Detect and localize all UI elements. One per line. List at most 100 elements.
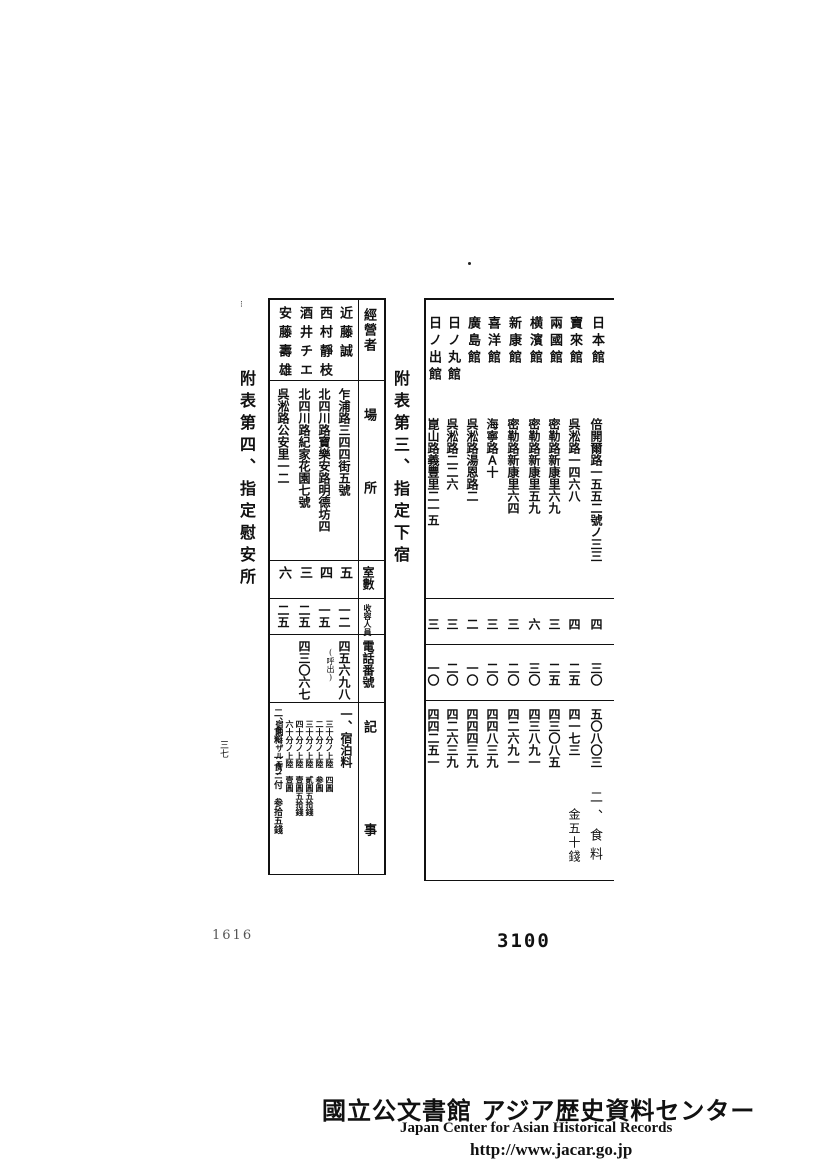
lodging-capacity: 三 [547,618,561,630]
lodging-rate: 二〇 [445,662,459,686]
lodging-name: 寶來館 [567,316,582,367]
notes-line: 三十分ノ上陸 貳圓五拾錢 [305,720,315,816]
notes-line: 二、食料 一食ニ付 参拾五錢 [272,708,282,834]
lodging-phone: 四三〇八五 [547,708,561,768]
facility-address: 乍浦路三四四街五號 [337,388,351,496]
stamp-number: 1616 [212,928,254,943]
room-count: 四 [317,566,332,579]
corner-mark: ⁝ [240,300,243,310]
lodging-address: 密勒路新康里六九 [547,418,561,514]
room-count: 三 [297,566,312,579]
lodging-name: 日ノ出館 [426,316,441,384]
lodging-name: 新康館 [506,316,521,367]
table3-top-line [424,298,614,300]
notes-line: 六十分ノ上陸 壹圓 [285,720,295,792]
lodging-capacity: 四 [567,618,581,630]
margin-dot [468,262,471,265]
facility-address: 北四川路紀家花園七號 [297,388,311,508]
table3-bottom-line [424,880,614,881]
header-rooms: 室數 [361,566,375,590]
table3-footnote-price: 金五十錢 [567,808,581,864]
archive-name-en: Japan Center for Asian Historical Record… [400,1120,673,1136]
lodging-name: 廣島館 [465,316,480,367]
table4-bottom-line [268,874,386,875]
capacity: 二五 [276,604,290,628]
table4-sep-2 [268,560,386,561]
notes-line: 四十分ノ上陸 壹圓五拾錢 [295,720,305,816]
table4-sep-3 [268,598,386,599]
lodging-name: 兩國館 [547,316,562,367]
lodging-rate: 二〇 [506,662,520,686]
header-place: 場所 [361,408,376,554]
table4-left-line [268,298,270,875]
lodging-phone: 四三八九一 [527,708,541,768]
lodging-capacity: 六 [527,618,541,630]
lodging-rate: 三〇 [589,662,603,686]
table4-sep-4 [268,634,386,635]
lodging-phone: 五〇八〇三 [589,708,603,768]
lodging-name: 日ノ丸館 [445,316,460,384]
lodging-address: 呉淞路湯恩路二 [465,418,479,502]
lodging-address: 呉淞路一四六八 [567,418,581,502]
lodging-capacity: 三 [445,618,459,630]
header-capacity: 收容人員 [363,604,373,636]
operator-name: 安藤壽雄 [276,306,291,382]
lodging-address: 呉淞路二二六 [445,418,459,490]
facility-address: 北四川路寶樂安路明德坊四 [317,388,331,532]
room-count: 六 [276,566,291,579]
lodging-name: 横濱館 [527,316,542,367]
lodging-address: 倍開爾路一五五二號ノ三三 [589,418,603,562]
lodging-rate: 三〇 [527,662,541,686]
capacity: 一五 [317,604,331,628]
capacity: 二五 [297,604,311,628]
lodging-capacity: 四 [589,618,603,630]
lodging-capacity: 三 [485,618,499,630]
lodging-rate: 二〇 [485,662,499,686]
lodging-rate: 二五 [567,662,581,686]
phone-number: 四三〇六七 [297,640,311,700]
operator-name: 西村靜枝 [317,306,332,382]
lodging-capacity: 三 [506,618,520,630]
room-count: 五 [337,566,352,579]
table3-left-line [424,298,426,880]
notes-line: 二十分ノ上陸 参圓 [315,720,325,792]
lodging-phone: 四四四三九 [465,708,479,768]
table4-top-line [268,298,386,300]
archive-name-jp: 國立公文書館 アジア歴史資料センター [322,1097,756,1125]
lodging-name: 喜洋館 [485,316,500,367]
lodging-rate: 二五 [547,662,561,686]
table4-sep-1 [268,380,386,381]
lodging-capacity: 二 [465,618,479,630]
phone-number: 四五六九八 [337,640,351,700]
table4-right-line [384,298,386,875]
operator-name: 酒井チエ [297,306,312,382]
table3-sep-1 [424,598,614,599]
lodging-phone: 四二六九一 [506,708,520,768]
lodging-phone: 四二六三九 [445,708,459,768]
capacity: 一二 [337,604,351,628]
page-number: 3100 [497,930,551,952]
table4-header-line [358,298,359,875]
header-phone: 電話番號 [361,640,375,688]
lodging-phone: 四四八三九 [485,708,499,768]
lodging-address: 海寧路Ａ十 [485,418,499,478]
side-page-number: 三七 [218,740,228,758]
lodging-address: 密勒路新康里六四 [506,418,520,514]
header-operator: 經營者 [361,308,376,353]
lodging-address: 崑山路義豐里二一五 [426,418,440,526]
lodging-phone: 四四二五一 [426,708,440,768]
phone-note: (呼出) [326,648,335,682]
table3-sep-2 [424,644,614,645]
lodging-phone: 四一七三 [567,708,581,756]
archive-url[interactable]: http://www.jacar.go.jp [470,1140,633,1159]
table3-footnote-food: 二、食料 [587,790,602,866]
lodging-name: 日本館 [589,316,604,367]
notes-line: 宿泊セザルモノ [275,720,285,776]
lodging-address: 密勒路新康里五九 [527,418,541,514]
notes-line: 三十分ノ上陸 四圓 [325,720,335,792]
header-notes: 記事 [361,720,376,926]
table3-title: 附表第三、指定下宿 [391,370,410,568]
table3-sep-3 [424,700,614,701]
table4-title: 附表第四、指定慰安所 [237,370,256,590]
notes-line: 一、宿泊料 [339,708,353,768]
